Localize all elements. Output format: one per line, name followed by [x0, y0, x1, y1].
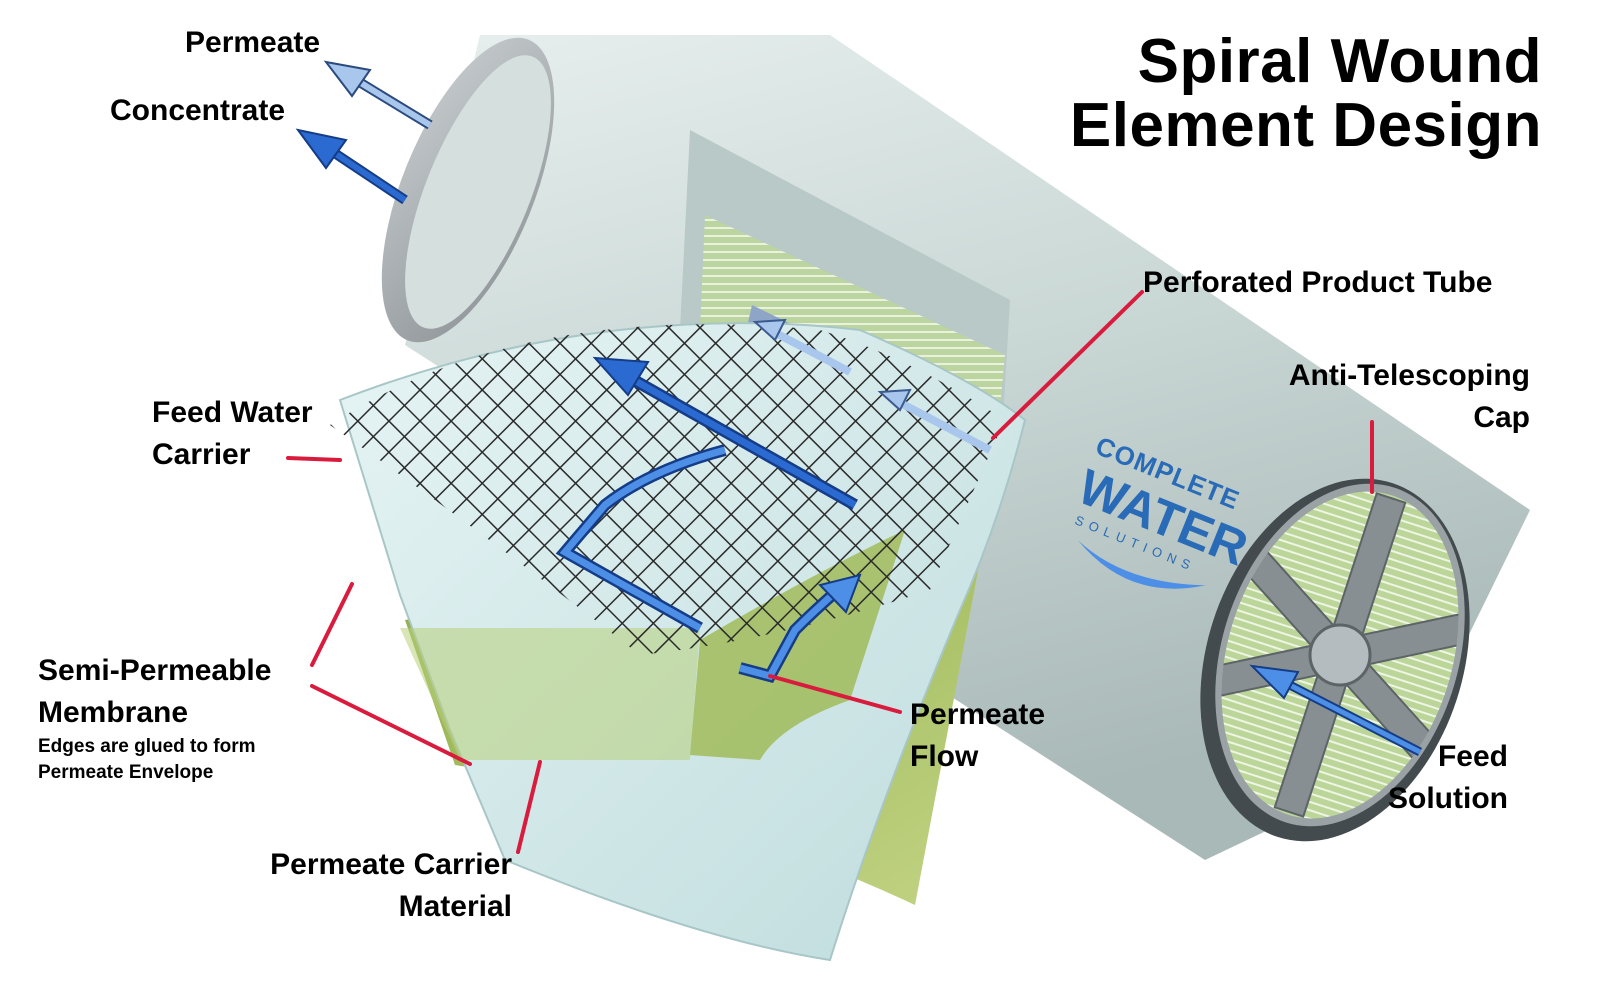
- permeate-carrier-material-label: Permeate Carrier Material: [270, 844, 512, 928]
- diagram-title: Spiral Wound Element Design: [1070, 30, 1542, 158]
- feed-solution-label: Feed Solution: [1388, 736, 1508, 820]
- membrane-line-2: Membrane: [38, 696, 189, 729]
- permeate-flow-line-1: Permeate: [910, 698, 1046, 731]
- feed-water-carrier-mesh: [330, 324, 1005, 655]
- feed-water-carrier-line-2: Carrier: [152, 438, 251, 471]
- membrane-note-line-2: Permeate Envelope: [38, 762, 214, 783]
- semi-permeable-membrane-label: Semi-Permeable Membrane Edges are glued …: [38, 650, 271, 786]
- feed-solution-line-1: Feed: [1437, 740, 1508, 773]
- concentrate-label: Concentrate: [110, 94, 286, 127]
- flow-arrows: [295, 60, 1423, 757]
- perforated-product-tube-label: Perforated Product Tube: [1143, 266, 1493, 299]
- permeate-flow-label: Permeate Flow: [910, 694, 1045, 778]
- feed-water-carrier-label: Feed Water Carrier: [152, 392, 313, 476]
- permeate-carrier-line-1: Permeate Carrier: [270, 848, 512, 881]
- title-line-1: Spiral Wound: [1137, 27, 1542, 96]
- feed-water-carrier-line-1: Feed Water: [152, 396, 313, 429]
- permeate-flow-line-2: Flow: [910, 740, 979, 773]
- membrane-note-line-1: Edges are glued to form: [38, 736, 256, 757]
- title-line-2: Element Design: [1069, 91, 1542, 160]
- anti-telescoping-line-2: Cap: [1473, 401, 1530, 434]
- feed-solution-line-2: Solution: [1388, 782, 1508, 815]
- leader-lines: [286, 290, 1374, 854]
- membrane-line-1: Semi-Permeable: [38, 654, 272, 687]
- anti-telescoping-cap: [1198, 478, 1482, 842]
- anti-telescoping-cap-label: Anti-Telescoping Cap: [1289, 355, 1530, 439]
- permeate-carrier-line-2: Material: [398, 890, 512, 923]
- permeate-outlet-label: Permeate: [185, 26, 321, 59]
- anti-telescoping-line-1: Anti-Telescoping: [1288, 359, 1530, 392]
